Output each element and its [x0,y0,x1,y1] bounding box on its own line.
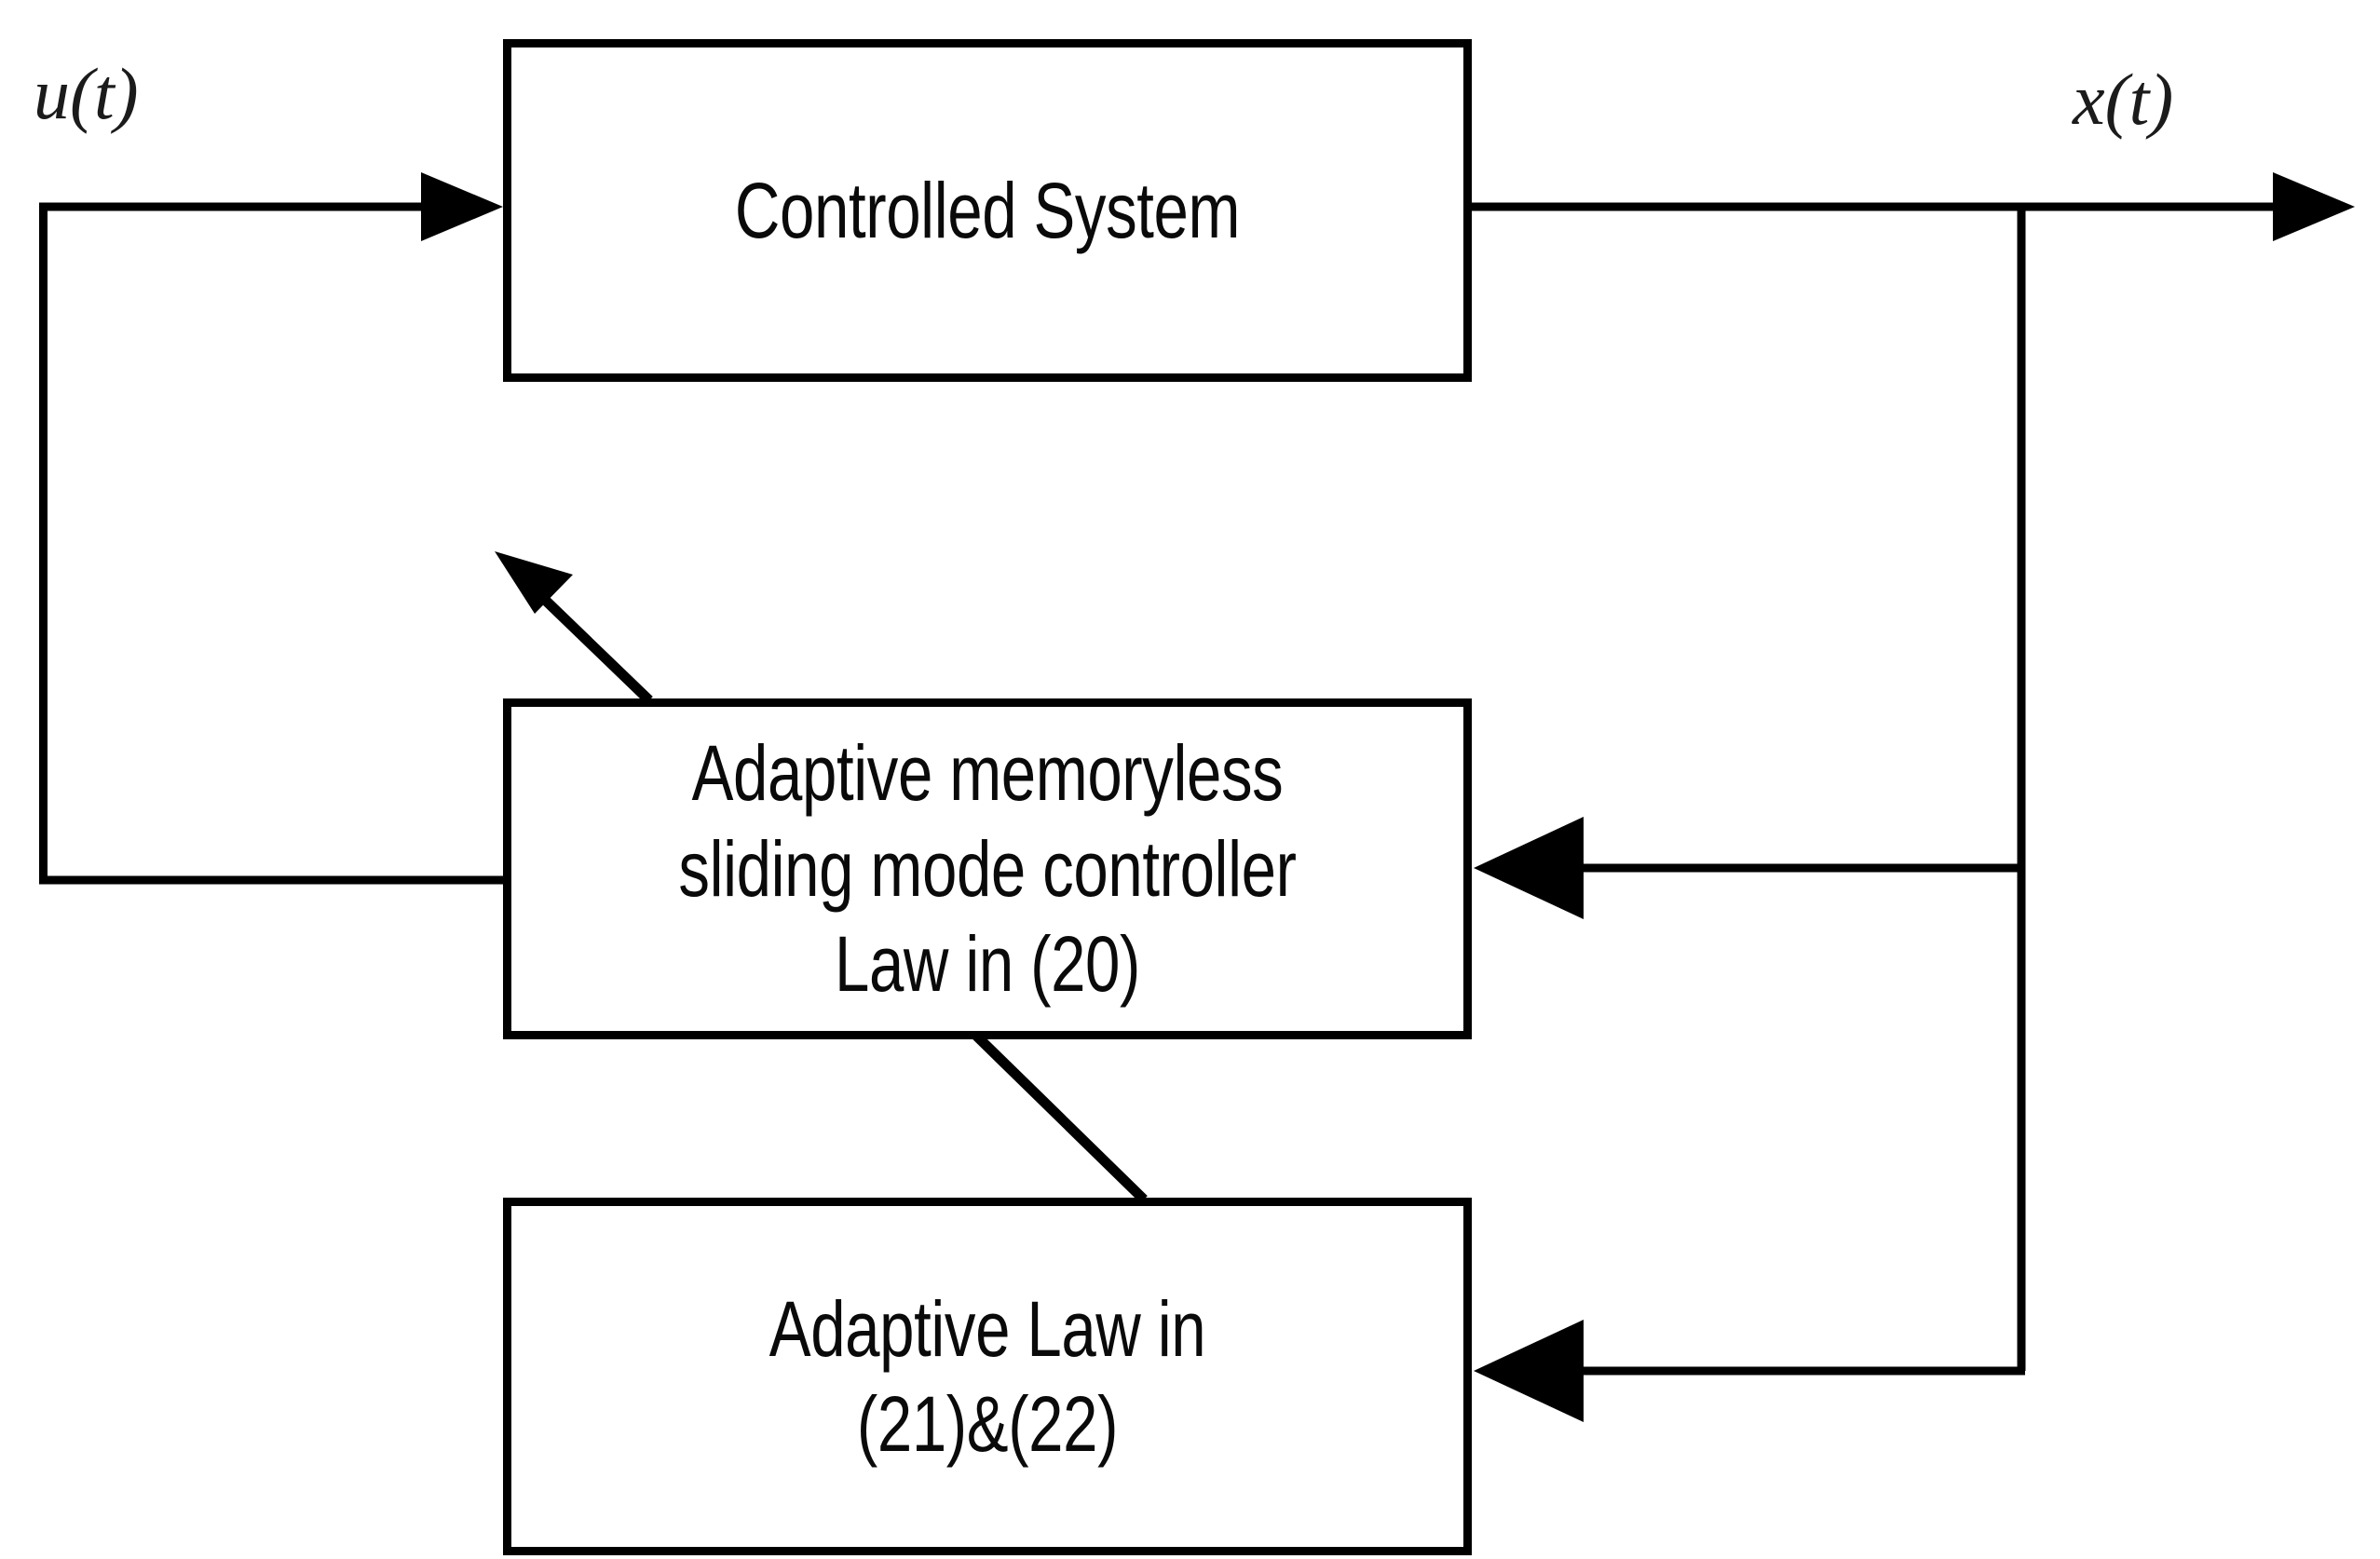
block-controlled-system[interactable]: Controlled System [503,39,1472,382]
connection-state-to-adaptive-law [1474,1320,2025,1422]
diagonal-line-up-left [541,596,653,704]
block-sliding-mode-controller[interactable]: Adaptive memoryless sliding mode control… [503,698,1472,1039]
connection-state-to-controller [1474,817,2025,919]
connection-controller-up-arrow [495,551,653,704]
block-adaptive-law-label: Adaptive Law in (21)&(22) [768,1284,1206,1468]
block-adaptive-law[interactable]: Adaptive Law in (21)&(22) [503,1198,1472,1555]
arrowhead-into-sliding-mode-controller [1474,817,1584,919]
block-sliding-mode-controller-label: Adaptive memoryless sliding mode control… [678,729,1297,1009]
diagonal-line-down-right [972,1032,1148,1203]
signal-label-output-x-of-t: x(t) [2073,59,2174,140]
arrowhead-into-adaptive-law [1474,1320,1584,1422]
arrowhead-output-x [2273,172,2355,241]
arrowhead-into-controlled-system [421,172,503,241]
connection-plant-output [1470,172,2355,241]
connection-control-input-to-plant [39,172,508,885]
signal-label-input-u-of-t: u(t) [34,53,139,134]
arrowhead-up-left [495,551,573,614]
block-controlled-system-label: Controlled System [734,166,1241,254]
connection-adaptive-gain-link [972,1032,1148,1203]
